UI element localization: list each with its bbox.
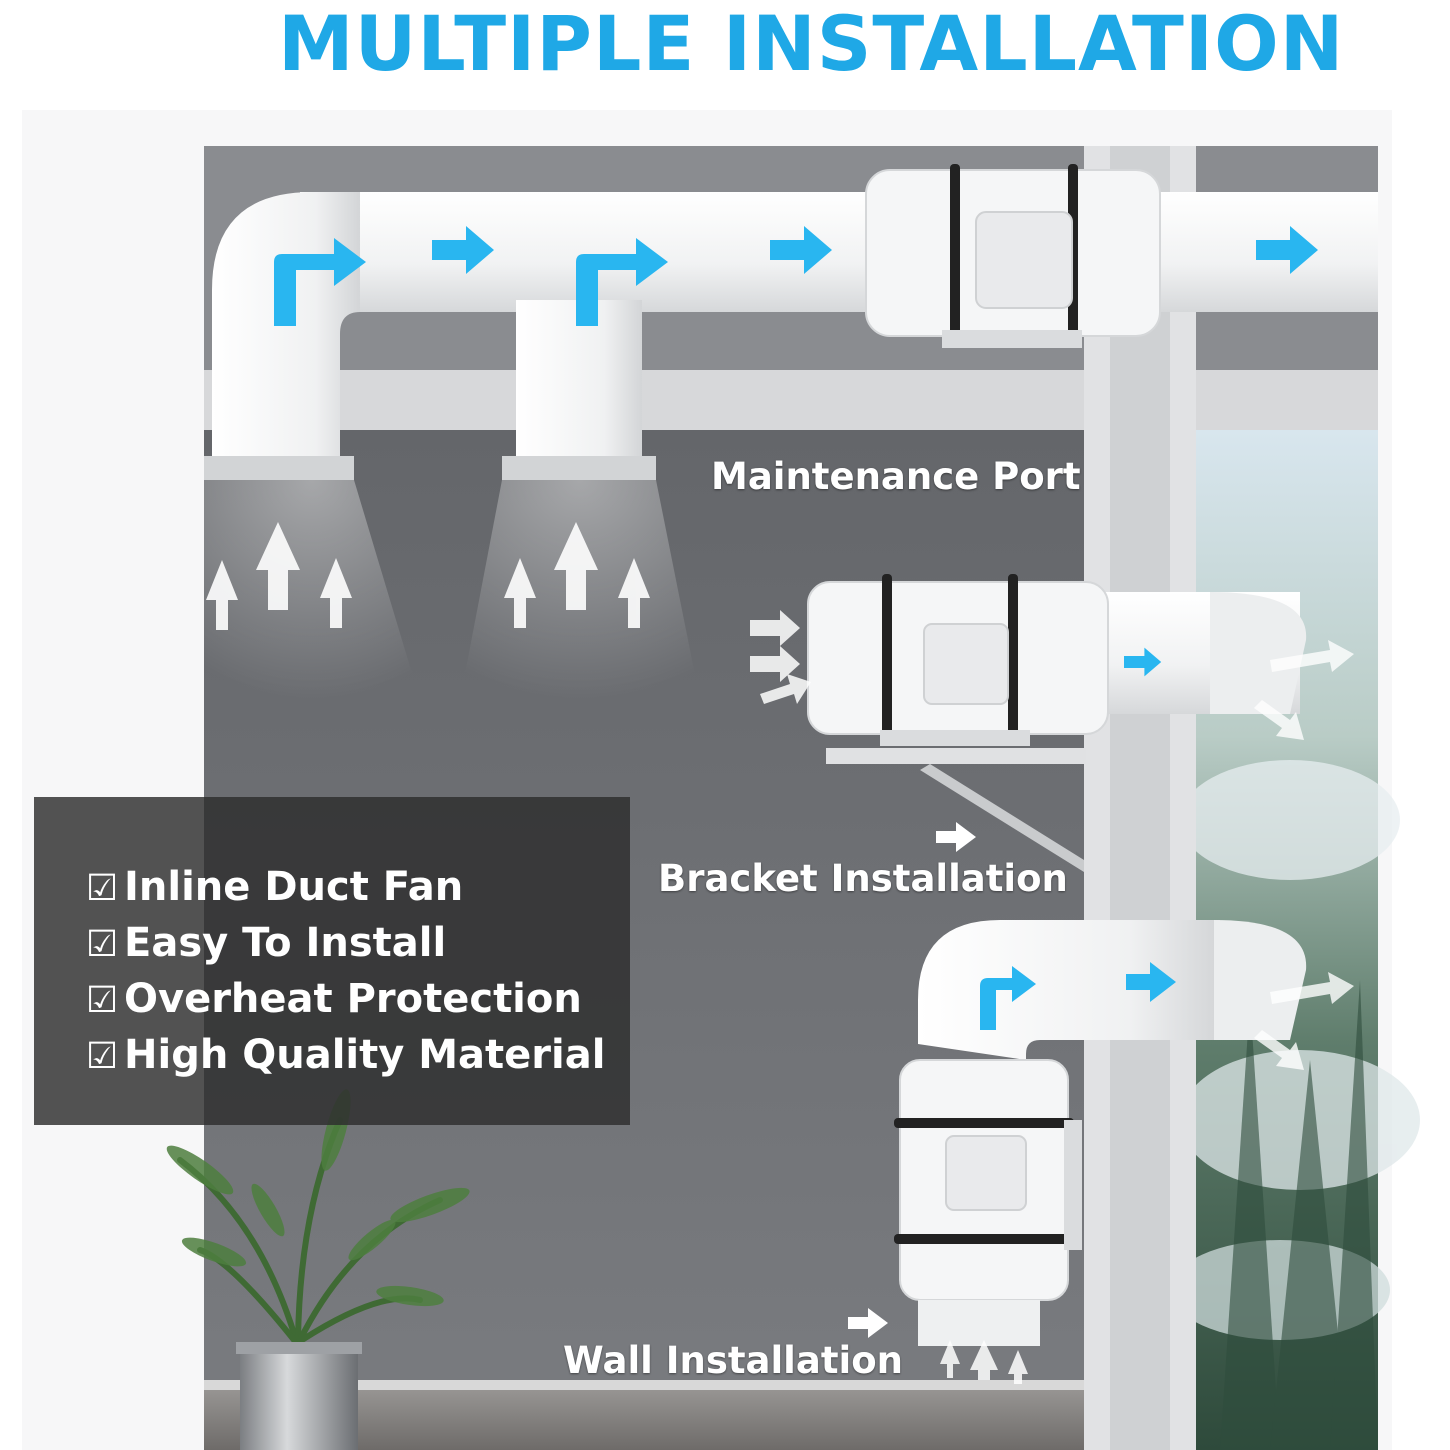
- pointer-arrow-icon: [848, 1308, 888, 1338]
- inline-fan-bracket: [807, 574, 1307, 872]
- feature-item: ☑Overheat Protection: [86, 979, 582, 1019]
- wall-installation-label: Wall Installation: [563, 1339, 903, 1382]
- feature-text: High Quality Material: [124, 1032, 606, 1078]
- potted-plant: [166, 1089, 470, 1450]
- feature-item: ☑High Quality Material: [86, 1035, 605, 1075]
- check-icon: ☑: [86, 980, 119, 1021]
- bracket-installation-label: Bracket Installation: [658, 857, 1068, 900]
- duct-vent-2: [502, 456, 656, 480]
- check-icon: ☑: [86, 924, 119, 965]
- wall-intake-arrows: [940, 1340, 1028, 1384]
- airflow-up-arrows: [206, 522, 650, 630]
- bracket-intake-arrows: [750, 610, 811, 704]
- check-icon: ☑: [86, 868, 119, 909]
- duct-vent-1: [204, 456, 354, 480]
- feature-panel: ☑Inline Duct Fan ☑Easy To Install ☑Overh…: [34, 797, 630, 1125]
- feature-item: ☑Inline Duct Fan: [86, 867, 463, 907]
- tree-silhouettes: [1220, 980, 1378, 1450]
- feature-text: Inline Duct Fan: [124, 864, 464, 910]
- page-title: MULTIPLE INSTALLATION: [278, 0, 1345, 88]
- airflow-arrow-icon-group: [274, 226, 1318, 326]
- ceiling-board: [204, 370, 1378, 430]
- exhaust-arrows: [1254, 640, 1354, 1070]
- feature-item: ☑Easy To Install: [86, 923, 446, 963]
- check-icon: ☑: [86, 1036, 119, 1077]
- maintenance-port-label: Maintenance Port: [711, 455, 1081, 498]
- skirting: [204, 1380, 1084, 1390]
- wall-column-shadow: [1110, 146, 1170, 1450]
- feature-text: Easy To Install: [124, 920, 447, 966]
- pointer-arrow-icon: [936, 822, 976, 852]
- feature-text: Overheat Protection: [124, 976, 582, 1022]
- duct-elbow-2: [516, 300, 642, 460]
- inline-fan-wall: [894, 920, 1307, 1346]
- header: MULTIPLE INSTALLATION: [0, 0, 1450, 110]
- inline-fan-top: [865, 164, 1161, 348]
